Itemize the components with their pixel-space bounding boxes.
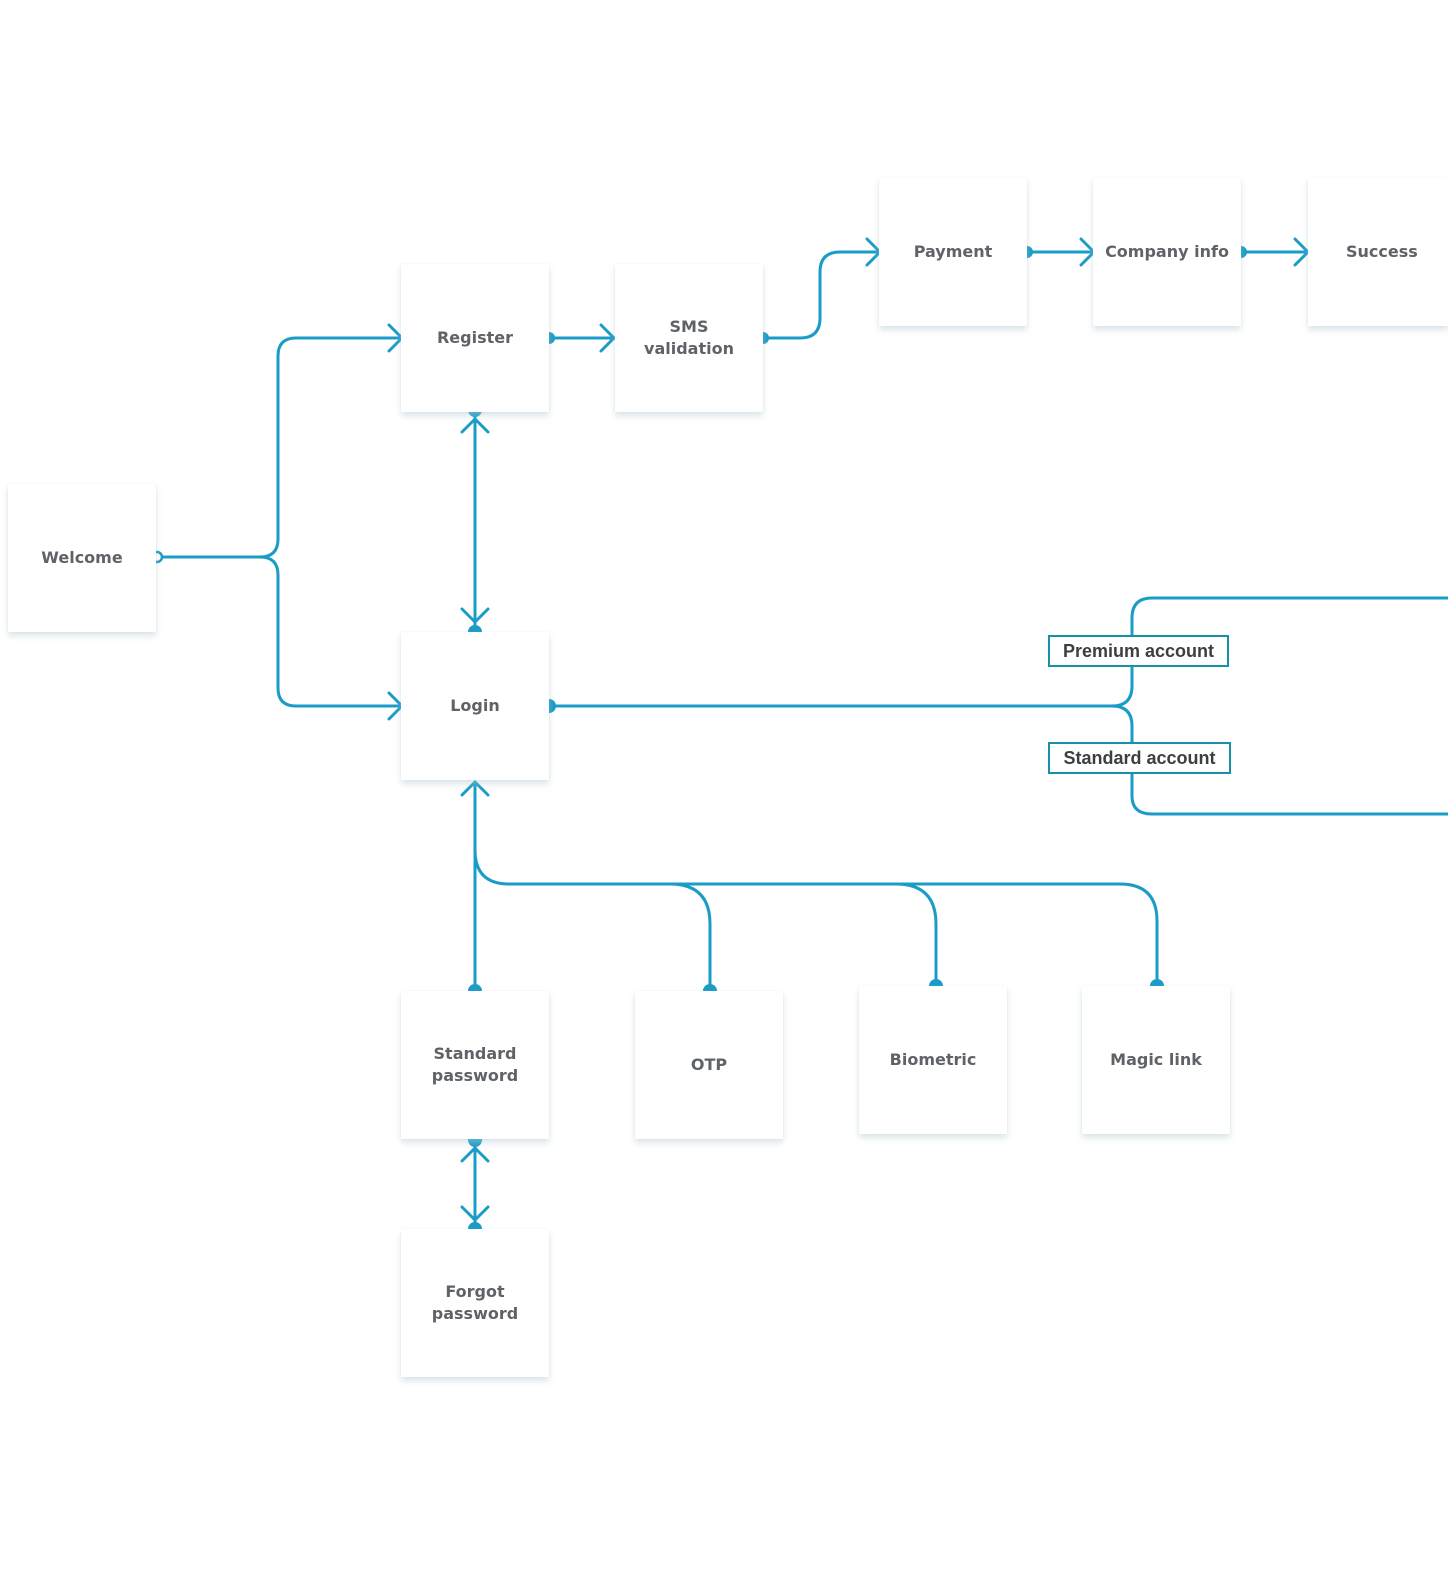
arrowhead-up-register	[460, 417, 490, 434]
node-otp[interactable]: OTP	[635, 991, 783, 1139]
node-label: Register	[436, 328, 514, 347]
connector-welcome-login	[258, 555, 404, 708]
node-standard-password[interactable]: Standard password	[401, 991, 549, 1139]
connector-welcome-register	[158, 336, 404, 559]
node-magic-link[interactable]: Magic link	[1082, 986, 1230, 1134]
connector-biometric	[894, 882, 938, 987]
node-label: Magic link	[1110, 1050, 1202, 1069]
node-label: Welcome	[41, 548, 123, 567]
node-label: Success	[1346, 242, 1418, 261]
node-label: Forgot password	[431, 1282, 519, 1323]
tag-premium-account: Premium account	[1048, 635, 1229, 667]
tag-label: Standard account	[1063, 747, 1216, 768]
arrowhead-up-password	[460, 1146, 490, 1163]
node-label: SMS validation	[644, 317, 734, 358]
node-success[interactable]: Success	[1308, 178, 1448, 326]
node-sms-validation[interactable]: SMS validation	[615, 264, 763, 412]
connector-methods-bus	[473, 848, 1159, 987]
tag-standard-account: Standard account	[1048, 742, 1231, 774]
node-company-info[interactable]: Company info	[1093, 178, 1241, 326]
arrowhead-down-forgot	[460, 1205, 490, 1222]
node-biometric[interactable]: Biometric	[859, 986, 1007, 1134]
node-label: Company info	[1105, 242, 1229, 261]
node-label: Standard password	[431, 1044, 519, 1085]
node-label: OTP	[690, 1055, 728, 1074]
connector-login-accounts	[547, 596, 1448, 708]
arrowhead-sms	[599, 323, 616, 353]
node-forgot-password[interactable]: Forgot password	[401, 1229, 549, 1377]
tag-label: Premium account	[1062, 640, 1215, 661]
node-register[interactable]: Register	[401, 264, 549, 412]
node-label: Payment	[913, 242, 993, 261]
node-login[interactable]: Login	[401, 632, 549, 780]
connector-otp	[668, 882, 712, 992]
node-welcome[interactable]: Welcome	[8, 484, 156, 632]
connector-login-standard-account	[1110, 704, 1448, 816]
node-payment[interactable]: Payment	[879, 178, 1027, 326]
arrowhead-down-login	[460, 607, 490, 624]
connector-sms-payment	[761, 250, 882, 340]
node-label: Login	[450, 696, 500, 715]
node-label: Biometric	[889, 1050, 977, 1069]
arrowhead-up-login	[460, 780, 490, 797]
